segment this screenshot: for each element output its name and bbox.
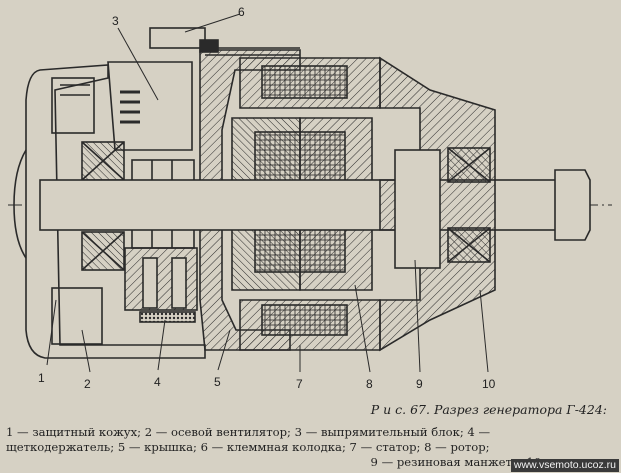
axial-fan-lower: [51, 287, 103, 345]
label-5-cover: 5: [214, 375, 221, 389]
legend-line-2: щеткодержатель; 5 — крышка; 6 — клеммная…: [6, 440, 490, 454]
cover-cap: [13, 149, 27, 259]
protective-cover: [25, 64, 206, 359]
label-6-terminal-block: 6: [238, 5, 245, 19]
stator-winding-lower: [261, 304, 348, 336]
label-1-protective-cover: 1: [38, 371, 45, 385]
rectifier-block: [107, 61, 193, 151]
terminal-block: [149, 27, 206, 49]
rubber-cuff: [394, 149, 441, 269]
stator-winding-upper: [261, 65, 348, 99]
label-10-cover: 10: [482, 377, 496, 391]
generator-cross-section-drawing: [8, 13, 612, 373]
label-9-rubber-cuff: 9: [416, 377, 423, 391]
figure-caption: Р и с. 67. Разрез генератора Г-424:: [370, 402, 607, 417]
figure-legend: 1 — защитный кожух; 2 — осевой вентилято…: [6, 425, 611, 470]
axial-fan-upper: [51, 77, 95, 134]
label-8-rotor: 8: [366, 377, 373, 391]
label-7-stator: 7: [296, 377, 303, 391]
legend-line-1: 1 — защитный кожух; 2 — осевой вентилято…: [6, 425, 491, 439]
label-2-axial-fan: 2: [84, 377, 91, 391]
label-4-brush-holder: 4: [154, 375, 161, 389]
shaft-threaded-end: [554, 169, 591, 241]
label-3-rectifier-block: 3: [112, 14, 119, 28]
site-watermark: www.vsemoto.ucoz.ru: [510, 459, 619, 472]
